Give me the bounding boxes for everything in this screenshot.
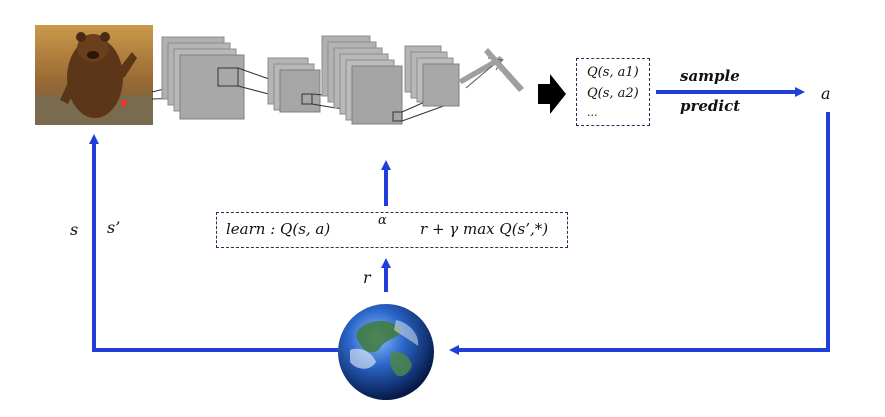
state-s-label: s — [70, 220, 79, 239]
black-arrow-icon — [538, 74, 566, 114]
learn-right-label: r + γ max Q(s’,*) — [420, 220, 549, 238]
q-values-box: Q(s, a1) Q(s, a2) ... — [576, 58, 650, 126]
conv-block-3 — [321, 35, 403, 125]
q-value-line-2: Q(s, a2) — [587, 86, 639, 101]
earth-globe-icon — [338, 304, 434, 400]
state-s-prime-label: s’ — [107, 218, 121, 237]
q-value-line-3: ... — [587, 106, 598, 119]
learn-box — [216, 212, 568, 248]
action-a-label: a — [821, 84, 831, 103]
reward-r-label: r — [363, 268, 371, 287]
blue-arrows — [89, 87, 830, 355]
alpha-label: α — [378, 213, 387, 228]
learn-left-label: learn : Q(s, a) — [226, 220, 331, 238]
sample-label: sample — [680, 67, 740, 85]
bear-photo-icon — [35, 25, 153, 125]
arrow-action-down — [449, 112, 830, 355]
arrow-earth-to-bear — [89, 134, 338, 352]
fc-layers — [458, 48, 524, 92]
q-value-line-1: Q(s, a1) — [587, 65, 639, 80]
conv-block-4 — [404, 45, 460, 107]
conv-block-2 — [267, 57, 321, 113]
predict-label: predict — [680, 97, 741, 115]
conv-block-1 — [161, 36, 245, 120]
